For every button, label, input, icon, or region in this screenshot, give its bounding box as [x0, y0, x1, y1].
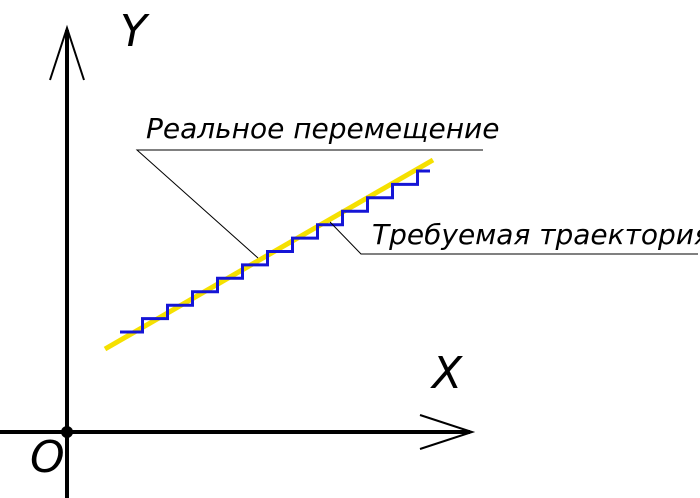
- origin-point: [61, 426, 73, 438]
- real-motion-staircase: [120, 169, 430, 334]
- origin-label: O: [30, 432, 65, 483]
- y-axis-label: Y: [120, 6, 150, 57]
- real-motion-leader: [135, 149, 483, 259]
- required-trajectory-label: Требуемая траектория: [372, 218, 700, 251]
- y-axis-arrow: [49, 24, 85, 81]
- real-motion-label: Реальное перемещение: [146, 112, 499, 145]
- required-trajectory-leader: [329, 221, 698, 255]
- x-axis-arrow: [419, 414, 476, 450]
- x-axis-label: X: [430, 348, 463, 399]
